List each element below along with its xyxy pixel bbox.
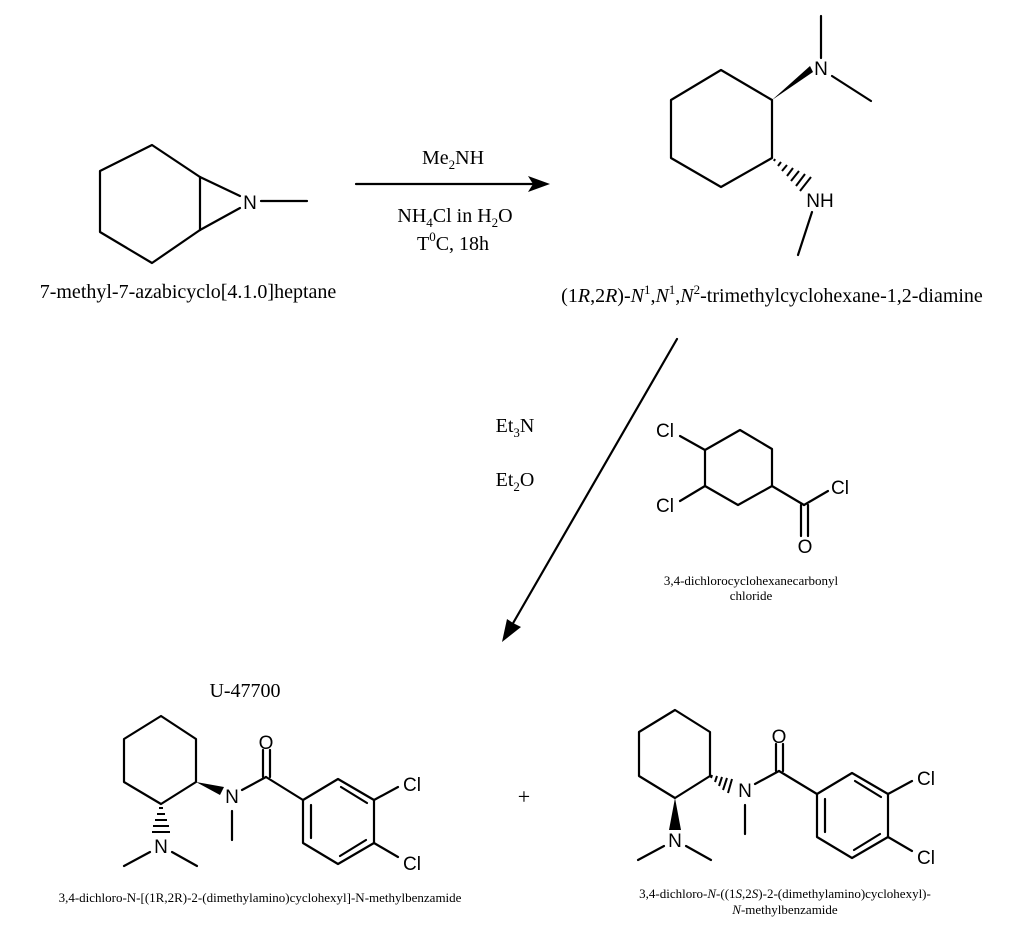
- product1-structure: N O Cl Cl N: [122, 714, 421, 875]
- step1-reagent-salt: NH4Cl in H2O: [397, 205, 512, 230]
- product2-atom-n-amine: N: [668, 831, 682, 852]
- step2-arrow: [502, 337, 679, 642]
- product1-name: 3,4-dichloro-N-[(1R,2R)-2-(dimethylamino…: [59, 890, 462, 905]
- product1-atom-n-amide: N: [225, 787, 239, 808]
- acyl-atom-cl-top: Cl: [656, 421, 674, 442]
- product2-atom-o: O: [772, 727, 787, 748]
- step1-arrow: [354, 176, 550, 192]
- product2-hash-bond: [710, 774, 733, 794]
- reactant-structure: N: [98, 143, 309, 265]
- product2-structure: N O Cl Cl N: [636, 708, 935, 869]
- reactant-atom-n: N: [243, 193, 257, 214]
- acyl-atom-o: O: [798, 537, 813, 558]
- product1-label: U-47700: [209, 680, 280, 702]
- intermediate-atom-nh: NH: [806, 191, 833, 212]
- step2-reagent-base: Et3N: [496, 415, 535, 440]
- product2-atom-n-amide: N: [738, 781, 752, 802]
- step1-reagent-amine: Me2NH: [422, 147, 484, 172]
- product1-atom-cl-bottom: Cl: [403, 854, 421, 875]
- acyl-chloride-structure: Cl Cl Cl O: [656, 421, 849, 558]
- product1-atom-cl-top: Cl: [403, 775, 421, 796]
- intermediate-name: (1R,2R)-N1,N1,N2-trimethylcyclohexane-1,…: [561, 282, 983, 307]
- product1-hash-bond: [152, 807, 170, 833]
- product1-atom-o: O: [259, 733, 274, 754]
- acyl-chloride-name-line1: 3,4-dichlorocyclohexanecarbonyl: [664, 573, 839, 588]
- plus-sign: +: [518, 784, 530, 809]
- product2-name-line2: N-methylbenzamide: [731, 902, 838, 917]
- intermediate-atom-n: N: [814, 59, 828, 80]
- reactant-name: 7-methyl-7-azabicyclo[4.1.0]heptane: [40, 281, 337, 303]
- acyl-atom-cl-carbonyl: Cl: [831, 478, 849, 499]
- product2-atom-cl-top: Cl: [917, 769, 935, 790]
- acyl-chloride-name-line2: chloride: [730, 588, 773, 603]
- intermediate-structure: N NH: [669, 14, 873, 257]
- product1-atom-n-amine: N: [154, 837, 168, 858]
- product2-name-line1: 3,4-dichloro-N-((1S,2S)-2-(dimethylamino…: [639, 886, 931, 901]
- product2-atom-cl-bottom: Cl: [917, 848, 935, 869]
- acyl-atom-cl-bottom: Cl: [656, 496, 674, 517]
- step2-reagent-solvent: Et2O: [496, 469, 535, 494]
- step1-conditions: T0C, 18h: [417, 229, 489, 255]
- intermediate-hash-bond: [773, 158, 812, 192]
